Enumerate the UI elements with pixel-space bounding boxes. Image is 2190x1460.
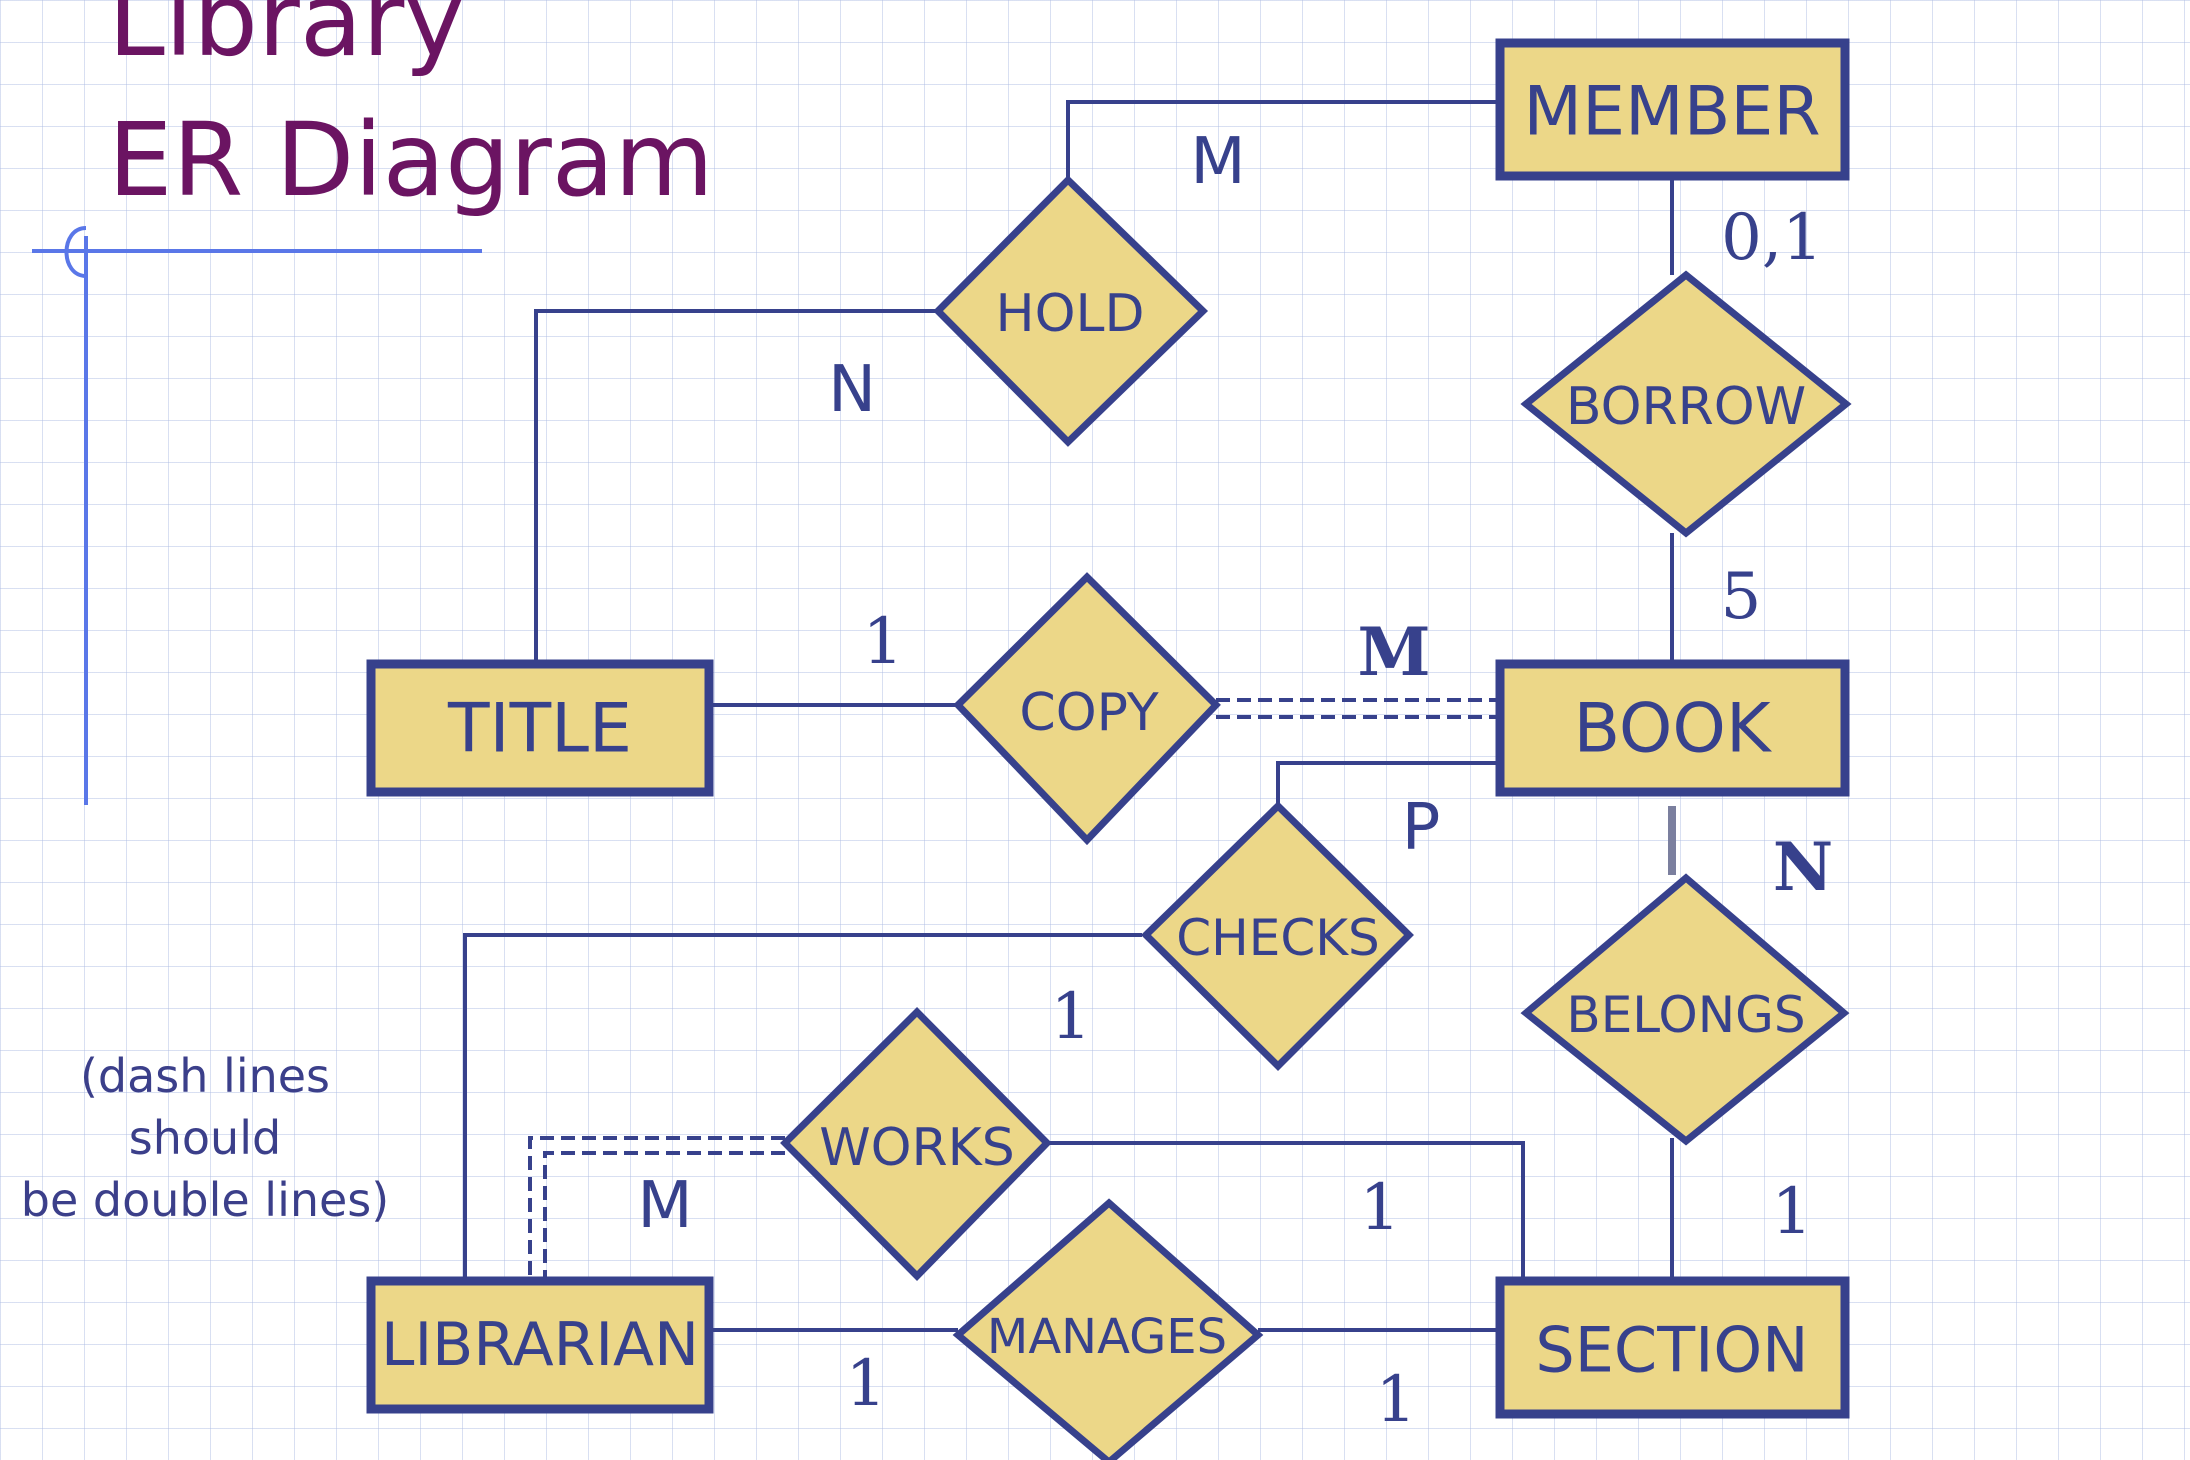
cardinality-labels: M N 0,1 5 1 M P 1 N 1 M 1 1 1 <box>637 125 1833 1437</box>
entity-librarian-label: LIBRARIAN <box>381 1310 699 1380</box>
connector-works-librarian-b <box>543 1151 785 1277</box>
entity-book-label: BOOK <box>1573 690 1773 769</box>
cardinality-checks-book: P <box>1402 791 1441 865</box>
note-line-1: (dash lines should <box>79 1049 331 1165</box>
relationship-copy[interactable]: COPY <box>953 572 1221 846</box>
entity-member[interactable]: MEMBER <box>1495 38 1850 181</box>
relationship-borrow[interactable]: BORROW <box>1520 270 1852 538</box>
relationship-borrow-diamond <box>1520 270 1852 538</box>
guide-cursor-icon <box>64 226 87 278</box>
relationship-hold-label: HOLD <box>995 284 1144 344</box>
cardinality-copy-book: M <box>1357 613 1430 691</box>
relationship-copy-label: COPY <box>1019 683 1158 743</box>
cardinality-copy-title: 1 <box>863 605 904 679</box>
cardinality-manages-section: 1 <box>1376 1363 1417 1437</box>
relationship-hold-diamond <box>933 175 1209 447</box>
cardinality-belongs-book: N <box>1773 828 1833 906</box>
cardinality-checks-librarian: 1 <box>1051 980 1092 1054</box>
cardinality-belongs-section: 1 <box>1772 1175 1813 1249</box>
connector-book-checks <box>1276 761 1500 806</box>
entity-member-label: MEMBER <box>1523 73 1820 152</box>
relationship-borrow-label: BORROW <box>1566 377 1806 437</box>
cardinality-works-section: 1 <box>1360 1171 1401 1245</box>
entity-librarian[interactable]: LIBRARIAN <box>366 1276 714 1414</box>
connector-member-hold <box>1066 100 1500 178</box>
relationship-manages-diamond <box>952 1198 1264 1460</box>
relationship-manages[interactable]: MANAGES <box>952 1198 1264 1460</box>
relationship-works-label: WORKS <box>819 1118 1015 1178</box>
connector-hold-title <box>534 309 938 660</box>
entity-title[interactable]: TITLE <box>366 659 714 797</box>
entity-section-label: SECTION <box>1535 1314 1808 1387</box>
relationship-works-diamond <box>780 1007 1052 1281</box>
entity-member-box <box>1495 38 1850 181</box>
note: (dash lines should be double lines) <box>0 1045 410 1231</box>
connector-works-librarian-a <box>528 1136 785 1277</box>
guide-marker <box>32 226 482 805</box>
relationship-belongs[interactable]: BELONGS <box>1520 873 1850 1146</box>
diagram-title-line-1: Library <box>108 0 465 80</box>
relationship-belongs-label: BELONGS <box>1566 986 1805 1044</box>
relationship-checks[interactable]: CHECKS <box>1141 801 1414 1071</box>
cardinality-works-librarian: M <box>637 1169 692 1243</box>
note-line-2: be double lines) <box>20 1173 390 1227</box>
cardinality-borrow-member: 0,1 <box>1721 201 1823 275</box>
entity-title-label: TITLE <box>447 690 632 769</box>
entity-title-box <box>366 659 714 797</box>
connector-checks-librarian <box>463 933 1142 1277</box>
entity-librarian-box <box>366 1276 714 1414</box>
relationship-hold[interactable]: HOLD <box>933 175 1209 447</box>
cardinality-manages-librarian: 1 <box>846 1347 887 1421</box>
relationship-manages-label: MANAGES <box>987 1309 1227 1365</box>
diagram-title-line-2: ER Diagram <box>108 101 714 220</box>
cardinality-hold-title: N <box>828 353 876 427</box>
cardinality-borrow-book: 5 <box>1721 560 1762 634</box>
relationship-belongs-diamond <box>1520 873 1850 1146</box>
relationship-checks-label: CHECKS <box>1176 909 1380 967</box>
relationship-checks-diamond <box>1141 801 1414 1071</box>
relationship-copy-diamond <box>953 572 1221 846</box>
connector-works-section <box>1047 1141 1525 1278</box>
entity-section-box <box>1495 1276 1850 1419</box>
relationship-works[interactable]: WORKS <box>780 1007 1052 1281</box>
connectors <box>463 100 1676 1332</box>
entity-book[interactable]: BOOK <box>1495 659 1850 797</box>
cardinality-hold-member: M <box>1190 125 1245 199</box>
entity-section[interactable]: SECTION <box>1495 1276 1850 1419</box>
entity-book-box <box>1495 659 1850 797</box>
